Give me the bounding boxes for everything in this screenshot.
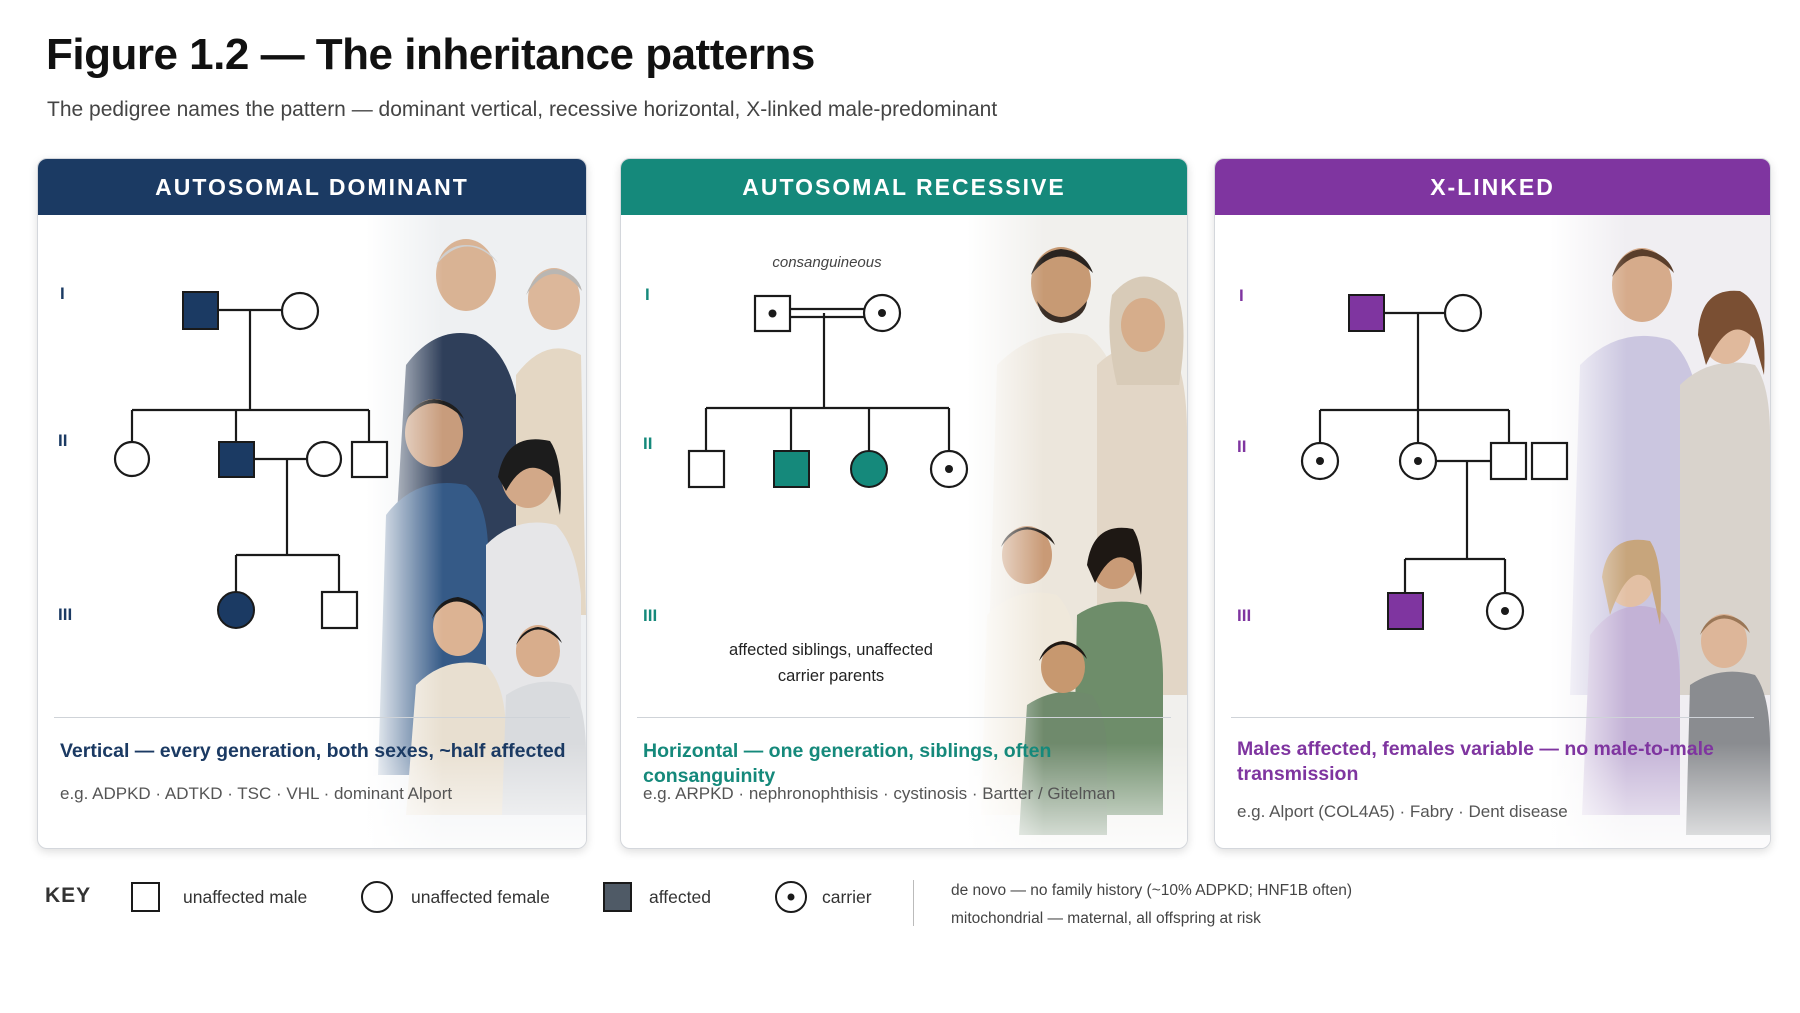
unaffected-female-symbol — [113, 440, 151, 478]
unaffected-male-symbol — [320, 590, 359, 630]
key-carrier-symbol — [775, 881, 807, 913]
generation-label-i: I — [645, 285, 650, 304]
generation-label-ii: II — [1237, 437, 1246, 456]
affected-female-symbol — [850, 450, 888, 488]
key-label: KEY — [45, 884, 92, 907]
affected-male-symbol — [1348, 294, 1385, 332]
unaffected-male-symbol — [1530, 441, 1569, 481]
generation-label-iii: III — [643, 606, 657, 625]
panel-header-xlinked: X-LINKED — [1215, 159, 1770, 215]
unaffected-female-symbol — [280, 291, 320, 331]
affected-male-symbol — [773, 450, 810, 488]
unaffected-female-symbol — [305, 440, 343, 478]
key-affected-label: affected — [649, 887, 711, 907]
carrier-dot — [1414, 457, 1422, 465]
family-photo-xlinked — [1550, 215, 1770, 848]
panel-header-recessive: AUTOSOMAL RECESSIVE — [621, 159, 1187, 215]
carrier-dot — [945, 465, 953, 473]
generation-label-i: I — [1239, 286, 1244, 305]
pedigree-xlinked: I II III — [1237, 286, 1569, 631]
panel-divider — [1231, 717, 1754, 718]
unaffected-male-symbol — [1489, 441, 1528, 481]
affected-female-symbol — [217, 591, 255, 629]
unaffected-male-symbol — [687, 449, 726, 489]
key-affected-symbol — [603, 882, 632, 912]
key-note-de-novo: de novo — no family history (~10% ADPKD;… — [951, 882, 1353, 899]
key-note-mitochondrial: mitochondrial — maternal, all offspring … — [951, 910, 1261, 927]
generation-label-ii: II — [643, 434, 652, 453]
family-photo-dominant — [366, 215, 586, 848]
generation-label-i: I — [60, 284, 65, 303]
figure-title: Figure 1.2 — The inheritance patterns — [46, 30, 815, 79]
key-carrier-label: carrier — [822, 887, 872, 907]
affected-male-symbol — [182, 291, 219, 330]
key-unaffected-female-symbol — [361, 881, 393, 913]
key-separator — [913, 880, 914, 926]
generation-label-iii: III — [1237, 606, 1251, 625]
pedigree-recessive: I II III consanguineous — [643, 254, 969, 625]
key-unaffected-male-symbol — [131, 882, 160, 912]
panel-divider — [54, 717, 570, 718]
examples-recessive: e.g. ARPKD · nephronophthisis · cystinos… — [643, 784, 1116, 803]
panel-autosomal-dominant: AUTOSOMAL DOMINANT — [37, 158, 587, 849]
generation-label-iii: III — [58, 605, 72, 624]
unaffected-female-symbol — [1443, 293, 1483, 333]
carrier-dot — [878, 309, 886, 317]
affected-male-symbol — [1387, 592, 1424, 630]
carrier-dot — [768, 309, 777, 318]
family-photo-recessive — [967, 215, 1187, 848]
key-unaffected-male-label: unaffected male — [183, 887, 308, 907]
carrier-dot — [1501, 607, 1509, 615]
pattern-description-recessive: Horizontal — one generation, siblings, o… — [643, 740, 1052, 787]
panel-divider — [637, 717, 1171, 718]
generation-label-ii: II — [58, 431, 67, 450]
pattern-description-dominant: Vertical — every generation, both sexes,… — [60, 740, 566, 762]
pattern-description-xlinked: Males affected, females variable — no ma… — [1237, 738, 1714, 785]
panel-autosomal-recessive: AUTOSOMAL RECESSIVE — [620, 158, 1188, 849]
panel-x-linked: X-LINKED I II III — [1214, 158, 1771, 849]
carrier-dot — [1316, 457, 1324, 465]
pedigree-dominant: I II III — [58, 284, 389, 630]
affected-male-symbol — [218, 441, 255, 478]
unaffected-male-symbol — [350, 440, 389, 479]
consanguineous-label: consanguineous — [772, 254, 882, 271]
examples-xlinked: e.g. Alport (COL4A5) · Fabry · Dent dise… — [1237, 802, 1568, 821]
figure-subtitle: The pedigree names the pattern — dominan… — [47, 98, 998, 121]
key-unaffected-female-label: unaffected female — [411, 887, 550, 907]
recessive-note: affected siblings, unaffected carrier pa… — [729, 641, 933, 685]
examples-dominant: e.g. ADPKD · ADTKD · TSC · VHL · dominan… — [60, 784, 453, 803]
panel-header-dominant: AUTOSOMAL DOMINANT — [38, 159, 586, 215]
